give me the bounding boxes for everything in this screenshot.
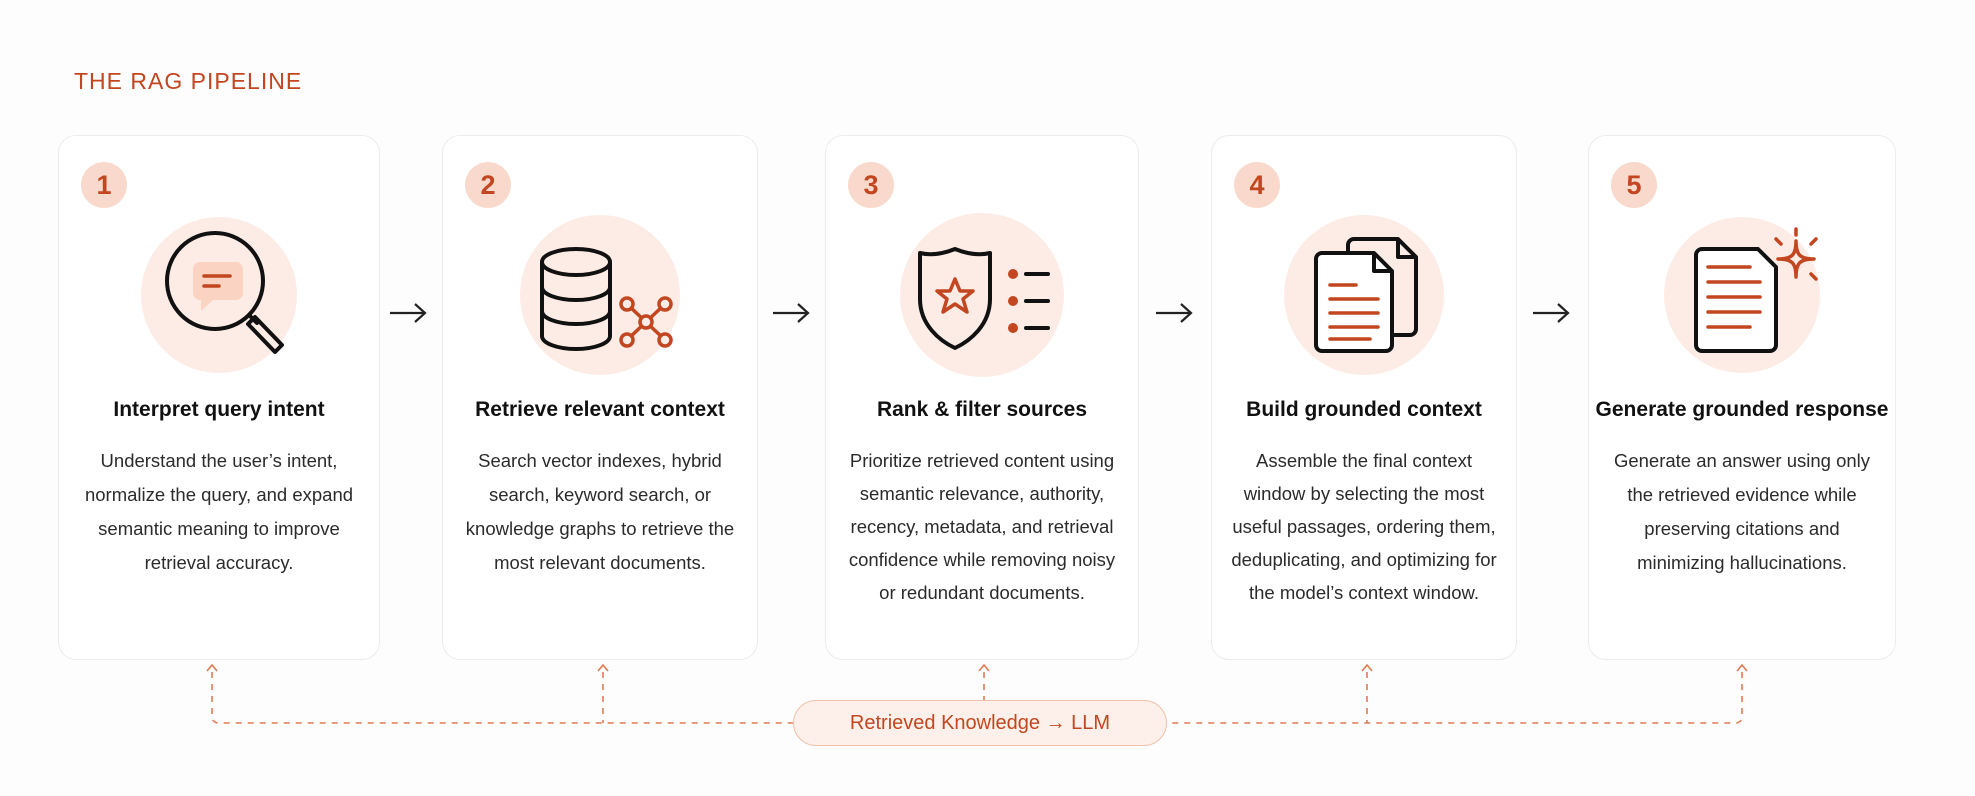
step-card-3: 3 Rank & filter sources Prioritize retri…: [825, 135, 1139, 660]
retrieved-knowledge-pill: Retrieved Knowledge → LLM: [793, 700, 1167, 746]
step-title: Generate grounded response: [1595, 398, 1889, 421]
step-title: Build grounded context: [1246, 398, 1482, 421]
step-number-badge: 5: [1611, 162, 1657, 208]
shield-star-list-icon: [898, 211, 1066, 379]
step-card-4: 4 Build grounded context Assemble the fi…: [1211, 135, 1517, 660]
document-sparkle-icon: [1658, 211, 1826, 379]
step-description: Search vector indexes, hybrid search, ke…: [465, 450, 735, 573]
step-number-badge: 4: [1234, 162, 1280, 208]
arrow-right-icon: [1156, 303, 1193, 323]
step-description: Understand the user’s intent, normalize …: [84, 450, 354, 573]
diagram-title: THE RAG PIPELINE: [74, 68, 303, 94]
step-title: Rank & filter sources: [876, 398, 1088, 421]
step-number-badge: 2: [465, 162, 511, 208]
arrow-right-icon: [1533, 303, 1570, 323]
step-title: Interpret query intent: [113, 398, 325, 421]
step-card-2: 2 Retrieve relevant context: [442, 135, 758, 660]
step-title: Retrieve relevant context: [475, 398, 725, 421]
magnifier-chat-icon: [135, 211, 303, 379]
arrow-right-icon: [773, 303, 810, 323]
step-number-badge: 1: [81, 162, 127, 208]
stacked-documents-icon: [1280, 211, 1448, 379]
step-number-badge: 3: [848, 162, 894, 208]
step-card-1: 1 Interpret query intent Understand the …: [58, 135, 380, 660]
step-description: Prioritize retrieved content using seman…: [848, 450, 1116, 603]
arrow-right-icon: [390, 303, 427, 323]
step-description: Generate an answer using only the retrie…: [1613, 450, 1871, 573]
step-description: Assemble the final context window by sel…: [1231, 450, 1497, 603]
database-graph-icon: [516, 211, 684, 379]
step-card-5: 5 Generate grounded response Generate an…: [1588, 135, 1896, 660]
